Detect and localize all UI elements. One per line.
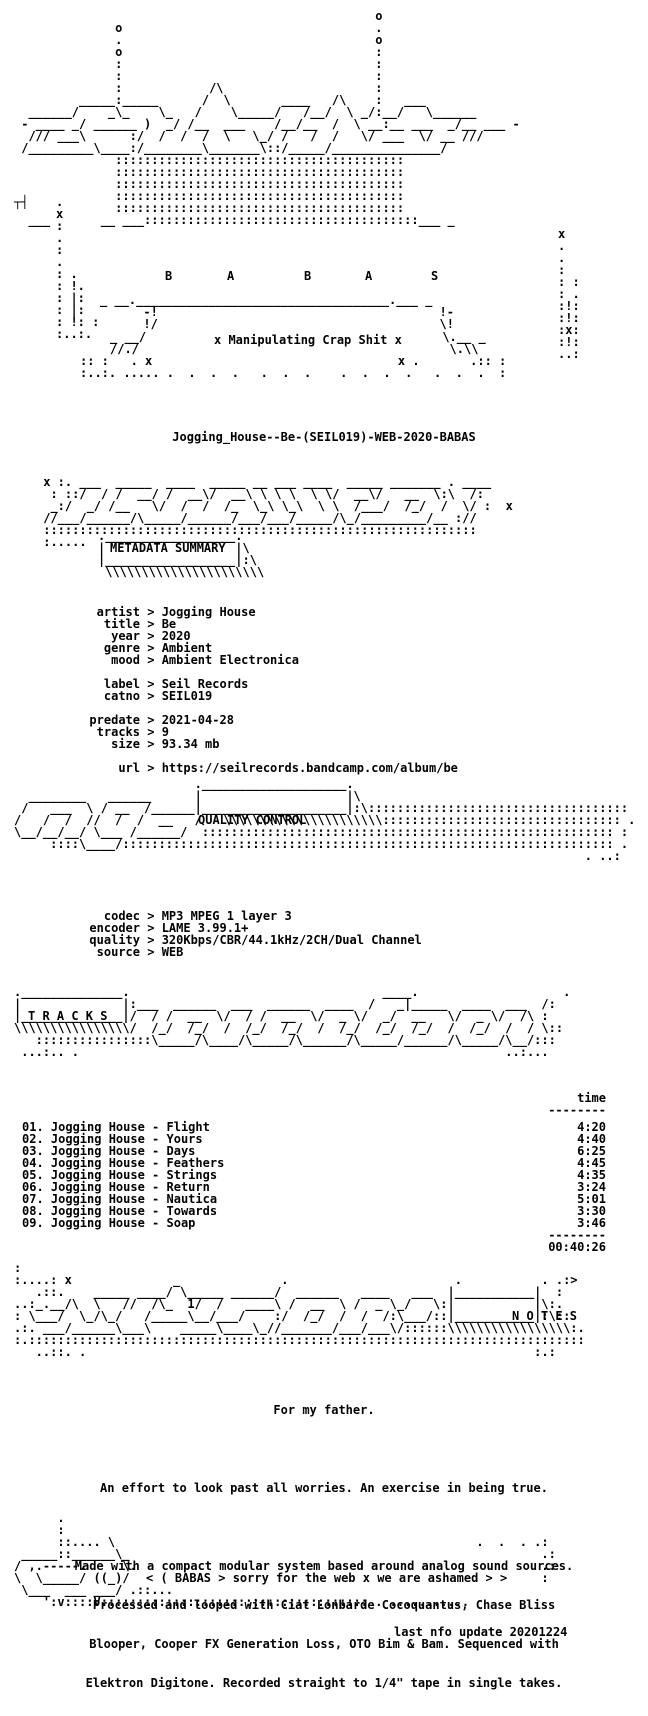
- meta-row-size: size > 93.34 mb: [111, 737, 220, 751]
- babas-logo-art: o o . . o o : :: [21, 9, 520, 227]
- quality-list: codec > MP3 MPEG 1 layer 3 encoder > LAM…: [40, 909, 422, 959]
- quality-row-encoder: encoder > LAME 3.99.1+: [89, 921, 249, 935]
- notes-heading: N O T E S: [512, 1309, 578, 1323]
- notes-line: Elektron Digitone. Recorded straight to …: [85, 1676, 563, 1690]
- nfo-page: o o . . o o : :: [0, 9, 648, 1690]
- logo-dots-left: . x : . : . : . : !. : |: : |: : !: : :.…: [56, 195, 100, 341]
- meta-row-catno: catno > SEIL019: [103, 689, 213, 703]
- notes-line: Processed and looped with Ciat Lonbarde …: [92, 1598, 556, 1612]
- total-rule: --------: [548, 1228, 606, 1242]
- metadata-heading: METADATA SUMMARY: [110, 541, 226, 555]
- logo-letter: S: [431, 269, 439, 283]
- meta-row-artist: artist > Jogging House: [96, 605, 256, 619]
- meta-row-tracks: tracks > 9: [96, 725, 169, 739]
- logo-letter: B: [165, 269, 173, 283]
- meta-row-url: url > https://seilrecords.bandcamp.com/a…: [118, 761, 458, 775]
- metadata-heading-box: .__________________. | |\ |_____________…: [98, 529, 265, 579]
- meta-row-mood: mood > Ambient Electronica: [111, 653, 299, 667]
- logo-letter: A: [227, 269, 235, 283]
- metadata-art: x :. ___ _____ ____ _____ __ ___ ____ __…: [43, 475, 513, 549]
- logo-side-mark: ┬┤: [14, 195, 29, 209]
- notes-line: [0, 1443, 648, 1456]
- tracks-time-header-row: time --------: [22, 1092, 612, 1116]
- notes-line: Blooper, Cooper FX Generation Loss, OTO …: [89, 1637, 559, 1651]
- quality-heading: QUALITY CONTROL: [198, 813, 307, 827]
- logo-letter: B: [304, 269, 312, 283]
- banner-frame-sides: _ __/ \.__ _ //./ \.\\: [110, 330, 486, 356]
- meta-row-title: title > Be: [103, 617, 177, 631]
- logo-dots-right: x . . : : : : . :!: :!: :x: :!: ..:: [558, 227, 580, 361]
- quality-row-quality: quality > 320Kbps/CBR/44.1kHz/2CH/Dual C…: [89, 933, 422, 947]
- total-time: 00:40:26: [548, 1240, 606, 1254]
- metadata-list: artist > Jogging House title > Be year >…: [40, 605, 458, 775]
- quality-art: .____________________. ________ ______ |…: [14, 777, 636, 863]
- banner-bottom-dots: :: : . x x . .:: : :..:. ..... . . . . .…: [80, 354, 507, 380]
- meta-row-label: label > Seil Records: [103, 677, 249, 691]
- banner-frame-top: _ __.___________________________________…: [100, 293, 455, 331]
- quality-row-source: source > WEB: [96, 945, 184, 959]
- tracks-time-rule: --------: [548, 1103, 606, 1117]
- notes-art: : :....: x _ . . . .:> .::. _____ ____/ …: [14, 1261, 585, 1359]
- last-update: last nfo update 20201224: [394, 1625, 568, 1639]
- logo-letter: A: [365, 269, 373, 283]
- tracks-heading: T R A C K S: [28, 1009, 108, 1023]
- tracks-art: .______________. ____. . | |:___ ______ …: [14, 985, 571, 1059]
- quality-row-codec: codec > MP3 MPEG 1 layer 3: [103, 909, 292, 923]
- footer-art: . : ::.... \ . . . .: _____::______\_ .:…: [14, 1511, 556, 1609]
- notes-line: For my father.: [273, 1403, 375, 1417]
- notes-line: An effort to look past all worries. An e…: [100, 1481, 548, 1495]
- meta-row-year: year > 2020: [111, 629, 191, 643]
- footer-tagline: < ( BABAS > sorry for the web x we are a…: [146, 1571, 508, 1585]
- release-name: Jogging_House--Be-(SEIL019)-WEB-2020-BAB…: [172, 430, 476, 444]
- banner-text: x Manipulating Crap Shit x: [214, 333, 402, 347]
- meta-row-predate: predate > 2021-04-28: [89, 713, 234, 727]
- meta-row-genre: genre > Ambient: [103, 641, 213, 655]
- notes-line: Made with a compact modular system based…: [74, 1559, 574, 1573]
- tracks-time-header: time: [577, 1091, 606, 1105]
